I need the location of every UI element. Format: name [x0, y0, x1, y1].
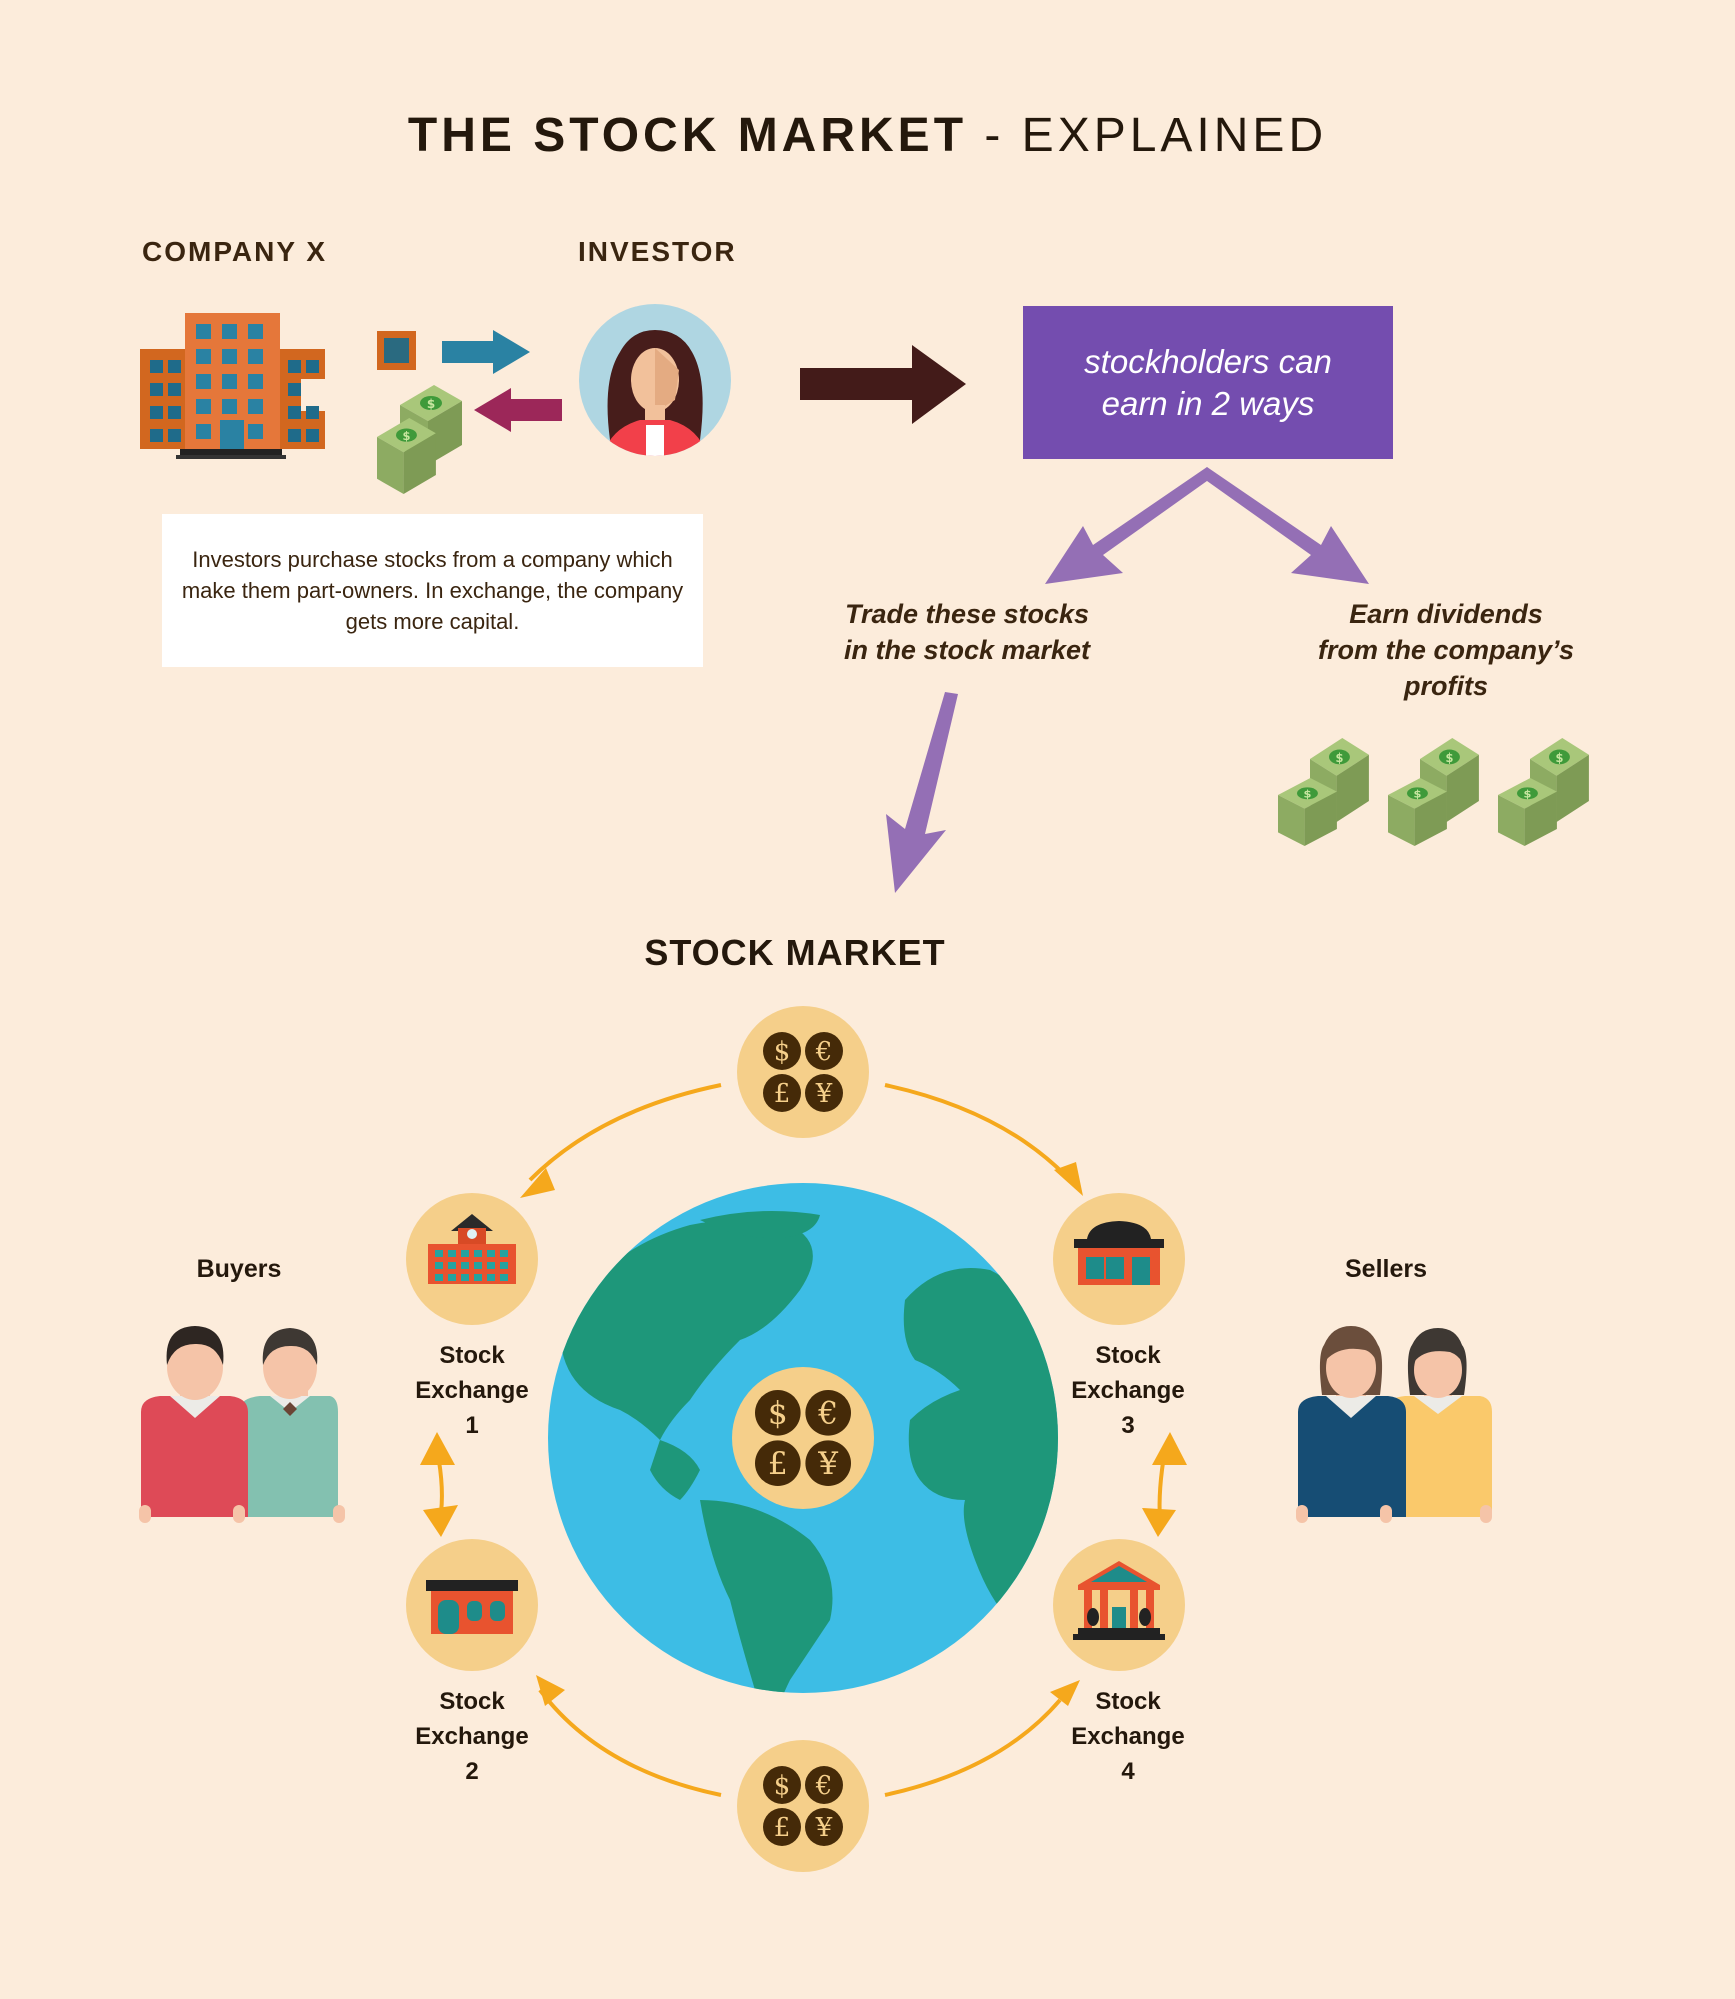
info-box: Investors purchase stocks from a company…	[162, 514, 703, 667]
way-dividends-line1: Earn dividends	[1349, 599, 1543, 629]
investor-avatar-icon	[579, 304, 731, 456]
title-bold: THE STOCK MARKET	[407, 109, 968, 162]
se1-line2: Exchange	[415, 1377, 529, 1404]
arrow-left-magenta	[474, 388, 562, 432]
stock-exchange-4-label: Stock Exchange 4	[1038, 1684, 1218, 1789]
currency-circle-top-icon	[737, 1006, 869, 1138]
earn-ways-line1: stockholders can	[1084, 342, 1332, 380]
globe-icon	[548, 1183, 1058, 1693]
buyers-people-icon	[139, 1326, 345, 1530]
se3-line2: Exchange	[1071, 1377, 1185, 1404]
arrow-right-dark	[800, 345, 966, 424]
se2-line2: Exchange	[415, 1723, 529, 1750]
sellers-label: Sellers	[1344, 1255, 1427, 1283]
page-title: THE STOCK MARKET - EXPLAINED	[0, 108, 1735, 163]
currency-circle-bottom-icon	[737, 1740, 869, 1872]
way-trade-line1: Trade these stocks	[844, 599, 1090, 629]
buyers-label: Buyers	[196, 1255, 282, 1283]
flow-arrowheads	[420, 1162, 1187, 1706]
stock-exchange-1-label: Stock Exchange 1	[382, 1338, 562, 1443]
title-light: - EXPLAINED	[967, 109, 1328, 162]
sellers-people-icon	[1296, 1326, 1492, 1523]
se4-line1: Stock	[1095, 1688, 1161, 1715]
stock-exchange-1-icon	[406, 1193, 538, 1325]
se1-number: 1	[465, 1412, 479, 1439]
se1-line1: Stock	[439, 1342, 505, 1369]
branch-arrows	[886, 467, 1369, 893]
stock-market-heading: STOCK MARKET	[644, 932, 946, 973]
se2-number: 2	[465, 1758, 479, 1785]
way-dividends-label: Earn dividends from the company’s profit…	[1286, 596, 1606, 704]
se3-number: 3	[1121, 1412, 1135, 1439]
stock-exchange-2-icon	[406, 1539, 538, 1671]
arrow-right-teal	[442, 330, 530, 374]
se2-line1: Stock	[439, 1688, 505, 1715]
stock-certificate-icon	[377, 331, 416, 370]
se3-line1: Stock	[1095, 1342, 1161, 1369]
earn-ways-box: stockholders can earn in 2 ways	[1023, 306, 1393, 459]
stock-exchange-4-icon	[1053, 1539, 1185, 1671]
company-label: COMPANY X	[142, 236, 327, 267]
way-dividends-line3: profits	[1404, 671, 1488, 701]
way-trade-label: Trade these stocks in the stock market	[817, 596, 1117, 668]
stock-exchange-3-label: Stock Exchange 3	[1038, 1338, 1218, 1443]
stock-exchange-2-label: Stock Exchange 2	[382, 1684, 562, 1789]
se4-line2: Exchange	[1071, 1723, 1185, 1750]
stock-exchange-3-icon	[1053, 1193, 1185, 1325]
investor-label: INVESTOR	[578, 236, 737, 267]
cash-stack-icon	[377, 385, 462, 494]
info-text: Investors purchase stocks from a company…	[181, 547, 684, 634]
se4-number: 4	[1121, 1758, 1135, 1785]
way-trade-line2: in the stock market	[843, 635, 1091, 665]
earn-ways-line2: earn in 2 ways	[1101, 384, 1315, 422]
company-building-icon	[140, 313, 325, 459]
dividend-cash-icon	[1278, 738, 1589, 846]
way-dividends-line2: from the company’s	[1317, 635, 1575, 665]
